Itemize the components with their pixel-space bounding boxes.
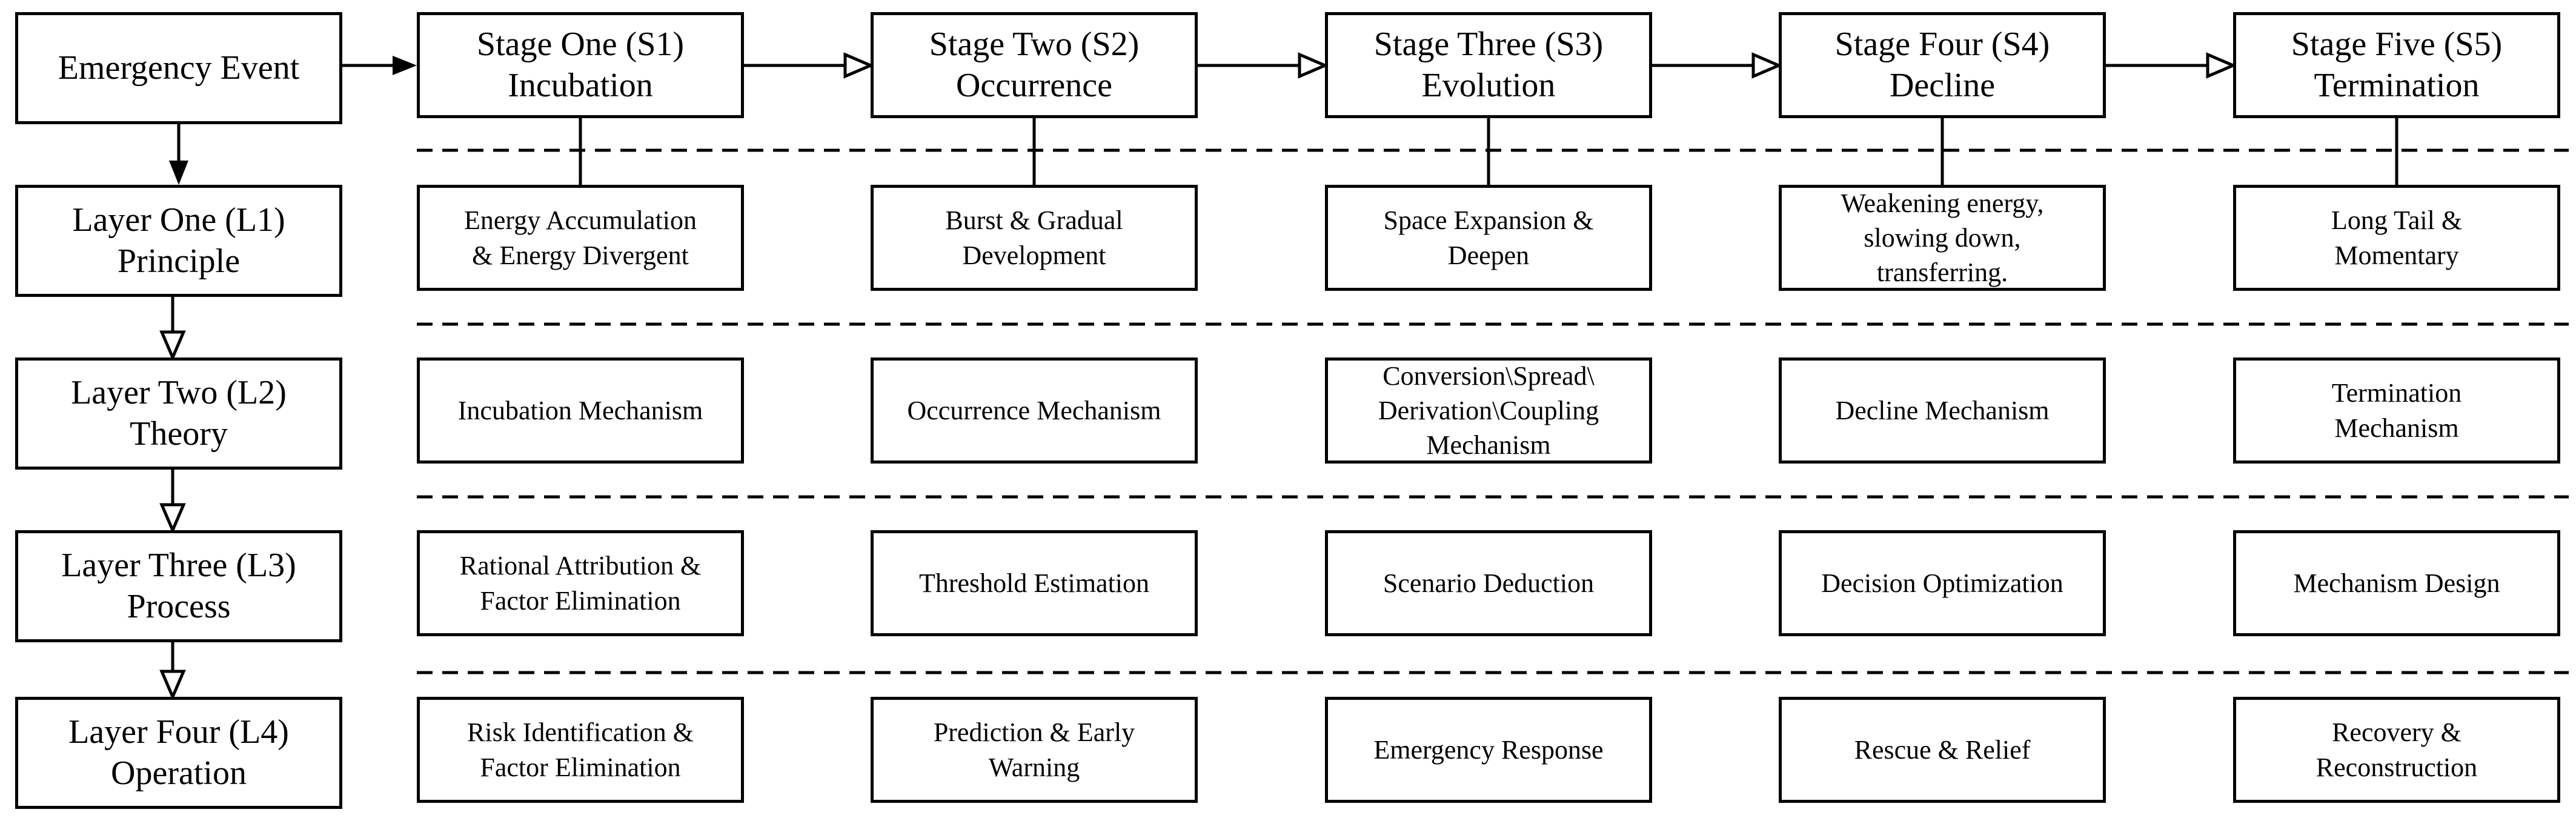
stage-4-box: Stage Four (S4) Decline	[1779, 12, 2106, 118]
layer-2-box: Layer Two (L2) Theory	[15, 357, 342, 470]
cell-l3-s3: Scenario Deduction	[1325, 530, 1652, 636]
layer-arrowhead-1	[159, 330, 186, 362]
cell-l2-s2: Occurrence Mechanism	[871, 357, 1198, 464]
cell-l3-s4: Decision Optimization	[1779, 530, 2106, 636]
cell-l1-s5: Long Tail & Momentary	[2233, 185, 2560, 291]
cell-l2-s5: Termination Mechanism	[2233, 357, 2560, 464]
cell-l2-s1: Incubation Mechanism	[417, 357, 744, 464]
cell-l3-s5: Mechanism Design	[2233, 530, 2560, 636]
cell-l1-s1: Energy Accumulation & Energy Divergent	[417, 185, 744, 291]
cell-l4-s4: Rescue & Relief	[1779, 697, 2106, 803]
cell-l2-s3: Conversion\Spread\ Derivation\Coupling M…	[1325, 357, 1652, 464]
layer-1-box: Layer One (L1) Principle	[15, 185, 342, 297]
cell-l4-s2: Prediction & Early Warning	[871, 697, 1198, 803]
cell-l3-s2: Threshold Estimation	[871, 530, 1198, 636]
emergency-event-box: Emergency Event	[15, 12, 342, 124]
event-to-stage1-arrowhead	[393, 56, 417, 75]
layer-arrowhead-3	[159, 670, 186, 701]
stage-5-box: Stage Five (S5) Termination	[2233, 12, 2560, 118]
stage-arrowhead-4	[2206, 52, 2237, 79]
layer-4-box: Layer Four (L4) Operation	[15, 697, 342, 809]
stage-arrowhead-2	[1298, 52, 1329, 79]
cell-l4-s5: Recovery & Reconstruction	[2233, 697, 2560, 803]
stage-arrowhead-3	[1751, 52, 1783, 79]
cell-l3-s1: Rational Attribution & Factor Eliminatio…	[417, 530, 744, 636]
stage-1-box: Stage One (S1) Incubation	[417, 12, 744, 118]
layer-arrowhead-2	[159, 503, 186, 534]
stage-3-box: Stage Three (S3) Evolution	[1325, 12, 1652, 118]
cell-l2-s4: Decline Mechanism	[1779, 357, 2106, 464]
cell-l1-s2: Burst & Gradual Development	[871, 185, 1198, 291]
stage-2-box: Stage Two (S2) Occurrence	[871, 12, 1198, 118]
cell-l1-s4: Weakening energy, slowing down, transfer…	[1779, 185, 2106, 291]
cell-l4-s3: Emergency Response	[1325, 697, 1652, 803]
stage-arrowhead-1	[843, 52, 875, 79]
cell-l1-s3: Space Expansion & Deepen	[1325, 185, 1652, 291]
event-to-layer1-arrowhead	[169, 161, 188, 185]
layer-3-box: Layer Three (L3) Process	[15, 530, 342, 642]
cell-l4-s1: Risk Identification & Factor Elimination	[417, 697, 744, 803]
